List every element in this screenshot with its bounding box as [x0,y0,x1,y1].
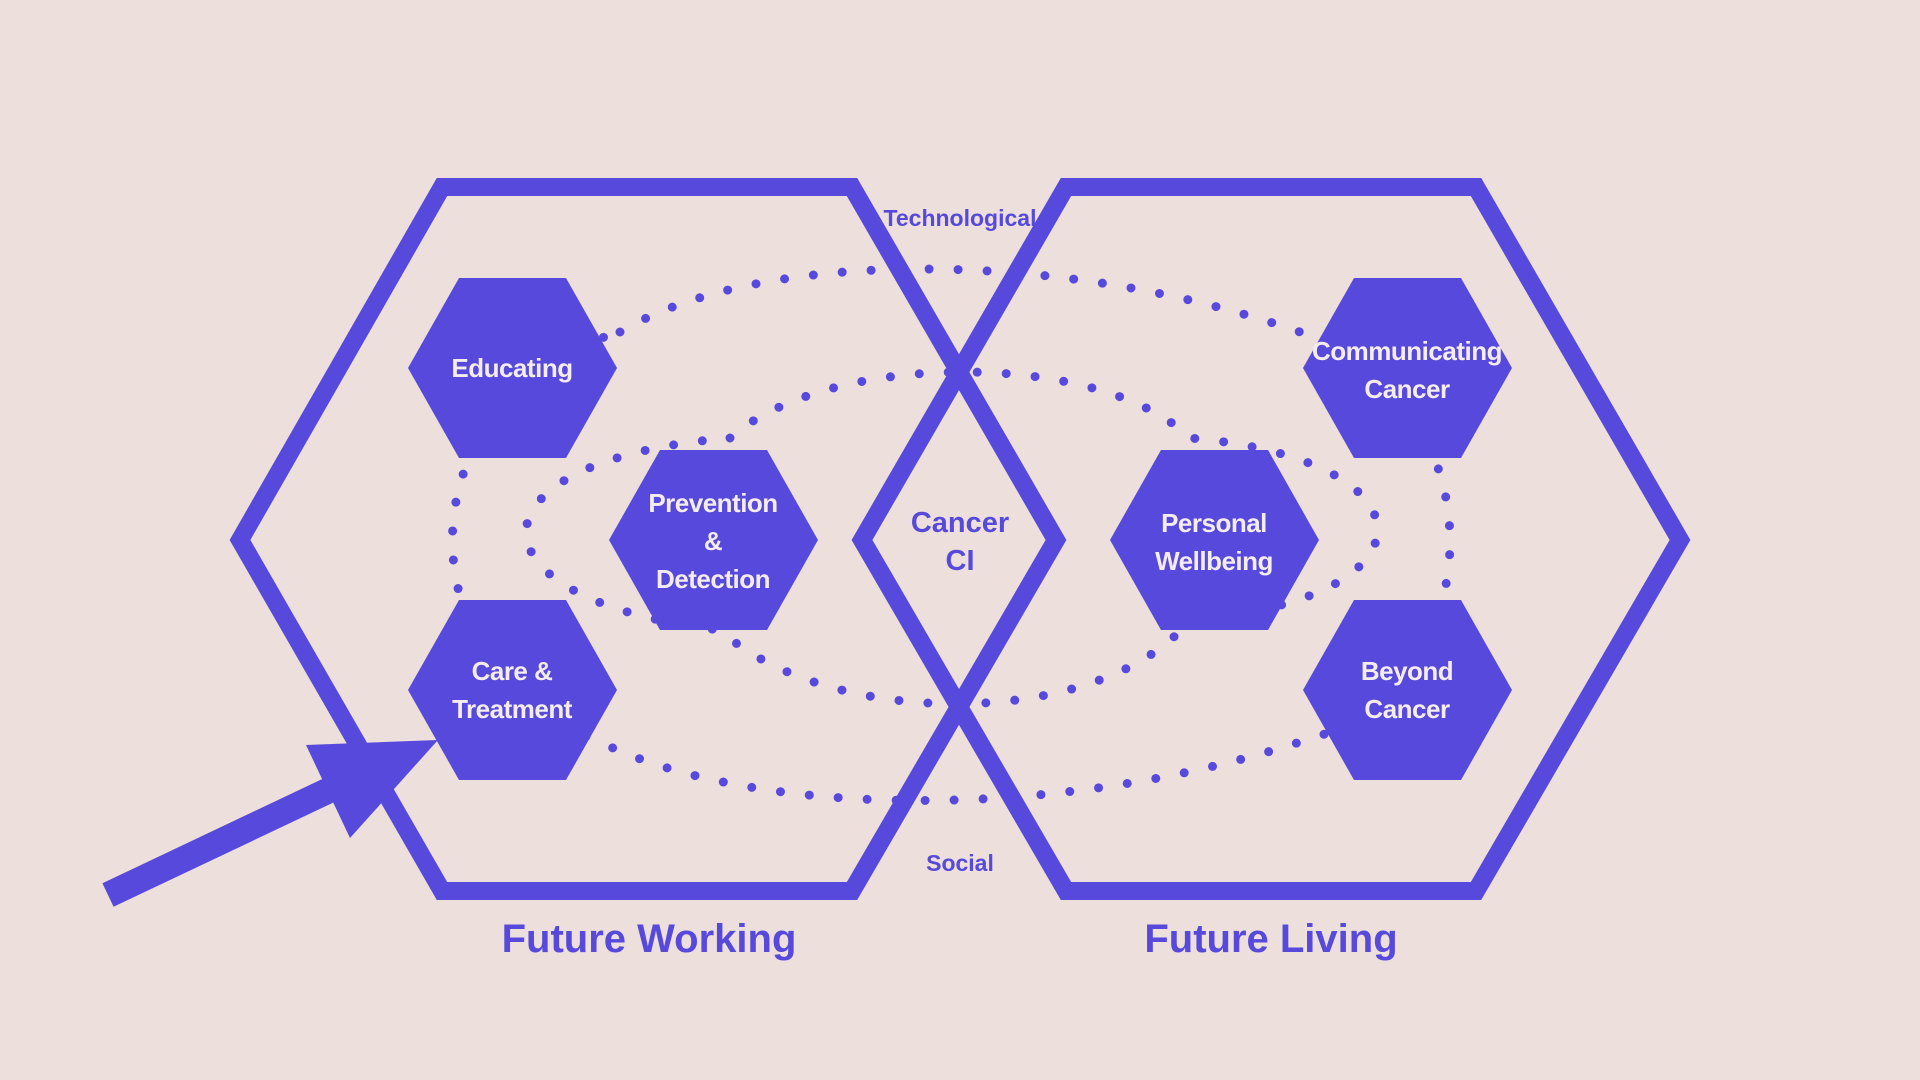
communicating-label-line2: Cancer [1364,374,1450,404]
arrow-icon [102,740,438,907]
beyond-hexagon [1303,600,1512,780]
axis-label-top: Technological [884,205,1037,231]
communicating-label-line1: Communicating [1312,336,1502,366]
communicating-hexagon [1303,278,1512,458]
node-beyond-cancer: Beyond Cancer [1303,600,1512,780]
future-working-hexagon-outline [229,178,1067,900]
wellbeing-label-line1: Personal [1161,508,1267,538]
prevention-label-line2: & [704,526,722,556]
center-label-line1: Cancer [911,507,1009,539]
dotted-orbits [447,264,1455,805]
wellbeing-hexagon [1110,450,1319,630]
center-cancer-ci: Cancer CI [911,507,1009,577]
node-personal-wellbeing: Personal Wellbeing [1110,450,1319,630]
prevention-label-line1: Prevention [648,488,777,518]
node-care-treatment: Care & Treatment [408,600,617,780]
care-label-line2: Treatment [452,694,573,724]
center-label-line2: CI [946,545,975,577]
node-communicating-cancer: Communicating Cancer [1303,278,1512,458]
node-prevention-detection: Prevention & Detection [609,450,818,630]
beyond-label-line1: Beyond [1361,656,1453,686]
node-educating: Educating [408,278,617,458]
care-label-line1: Care & [472,656,553,686]
outer-dotted-loop [447,264,1455,805]
prevention-hexagon [609,450,818,630]
section-title-future-living: Future Living [1144,917,1397,961]
section-title-future-working: Future Working [502,917,797,961]
beyond-label-line2: Cancer [1364,694,1450,724]
care-hexagon [408,600,617,780]
axis-label-bottom: Social [926,850,994,876]
wellbeing-label-line2: Wellbeing [1155,546,1273,576]
prevention-label-line3: Detection [656,564,770,594]
future-living-hexagon-outline [851,178,1691,900]
educating-label: Educating [451,353,572,383]
educating-hexagon [408,278,617,458]
